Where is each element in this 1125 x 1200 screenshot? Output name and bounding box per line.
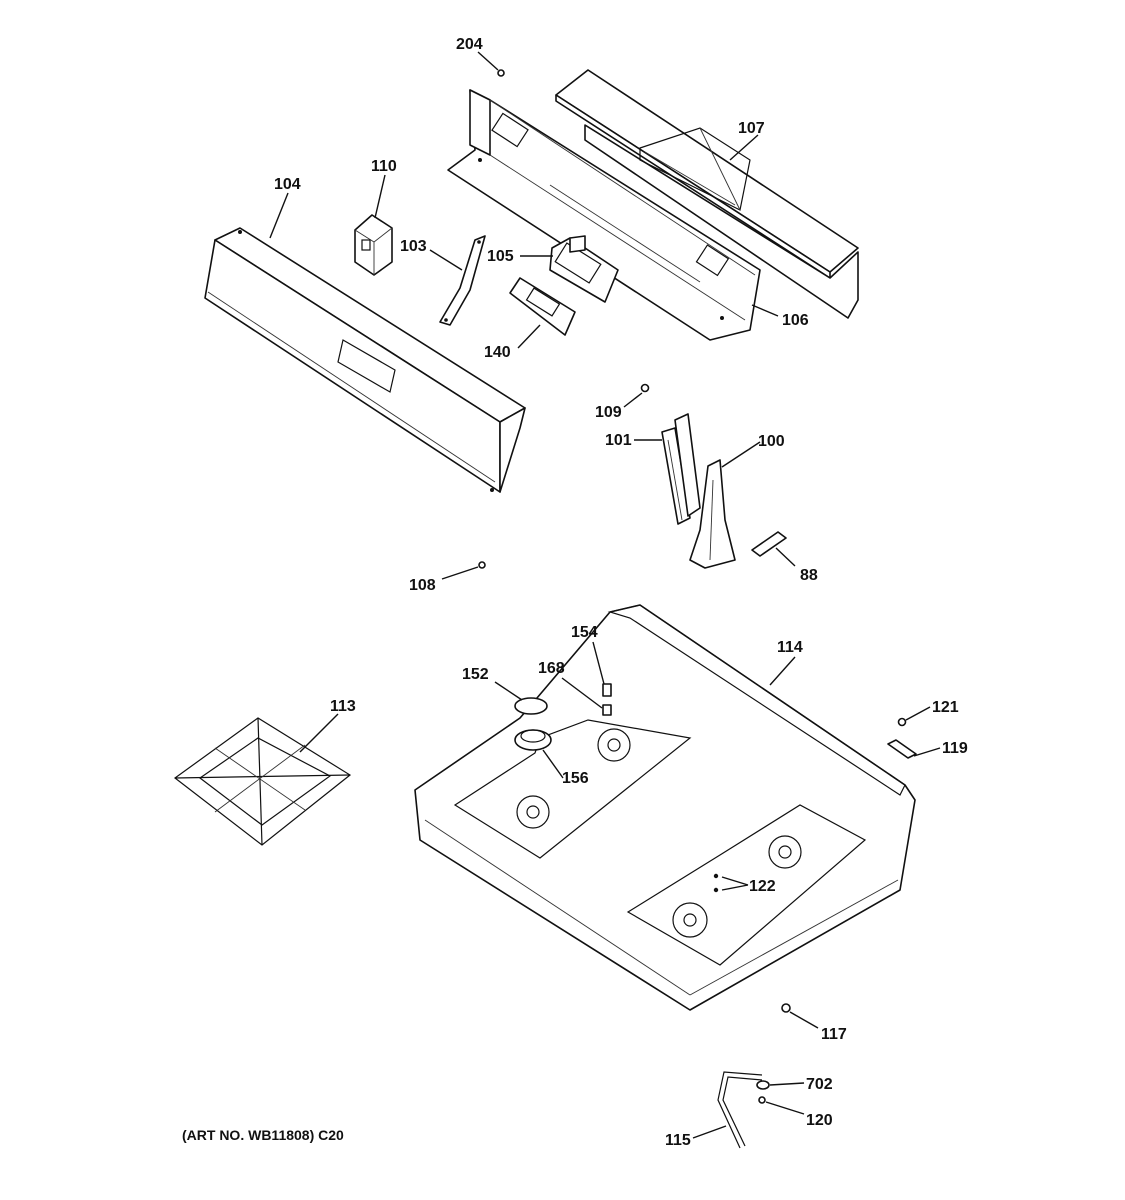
part-113-grate [173, 717, 352, 846]
callout-119: 119 [942, 740, 968, 757]
part-152-burner-cap [514, 697, 548, 715]
part-140-overlay [509, 277, 576, 336]
callout-140: 140 [484, 344, 511, 361]
callout-103: 103 [400, 238, 427, 255]
part-100-end-cap [689, 459, 736, 569]
part-114-cooktop [414, 604, 916, 1011]
callout-156: 156 [562, 770, 589, 787]
callout-702: 702 [806, 1076, 833, 1093]
callout-109: 109 [595, 404, 622, 421]
callout-204: 204 [456, 36, 483, 53]
callout-105: 105 [487, 248, 514, 265]
part-702-washer [756, 1080, 770, 1090]
part-109-screw [640, 383, 650, 393]
part-104-control-panel [204, 227, 526, 493]
part-106-backsplash [447, 89, 761, 341]
callout-88: 88 [800, 567, 818, 584]
callout-110: 110 [371, 158, 397, 175]
part-88-clip [751, 531, 787, 557]
part-115-rod [717, 1071, 763, 1149]
leader-lines [269, 51, 941, 1139]
art-number: (ART NO. WB11808) C20 [182, 1127, 344, 1143]
callout-120: 120 [806, 1112, 833, 1129]
callout-106: 106 [782, 312, 809, 329]
callout-117: 117 [821, 1026, 847, 1043]
part-154-screw [602, 683, 612, 697]
callout-121: 121 [932, 699, 959, 716]
part-120-screw [758, 1096, 766, 1104]
callout-115: 115 [665, 1132, 691, 1149]
part-101-side-bracket [661, 413, 701, 525]
part-204-screw [497, 69, 505, 77]
callout-108: 108 [409, 577, 436, 594]
callout-168: 168 [538, 660, 565, 677]
callout-152: 152 [462, 666, 489, 683]
part-105-timer [549, 235, 619, 303]
part-156-burner-head [514, 729, 552, 751]
part-110-switch [354, 214, 393, 276]
callout-100: 100 [758, 433, 785, 450]
callout-107: 107 [738, 120, 765, 137]
part-168-screw [602, 704, 612, 716]
callout-113: 113 [330, 698, 356, 715]
part-108-screw [478, 561, 486, 569]
callout-114: 114 [777, 639, 803, 656]
part-117-nut [781, 1003, 791, 1013]
callout-122: 122 [749, 878, 776, 895]
callout-104: 104 [274, 176, 301, 193]
part-122-screws [713, 873, 719, 893]
callout-154: 154 [571, 624, 598, 641]
callout-101: 101 [605, 432, 632, 449]
part-119-bracket [887, 739, 917, 759]
part-107-rear-cover [555, 69, 859, 319]
part-103-bracket [439, 235, 486, 326]
part-121-screw [897, 717, 907, 727]
